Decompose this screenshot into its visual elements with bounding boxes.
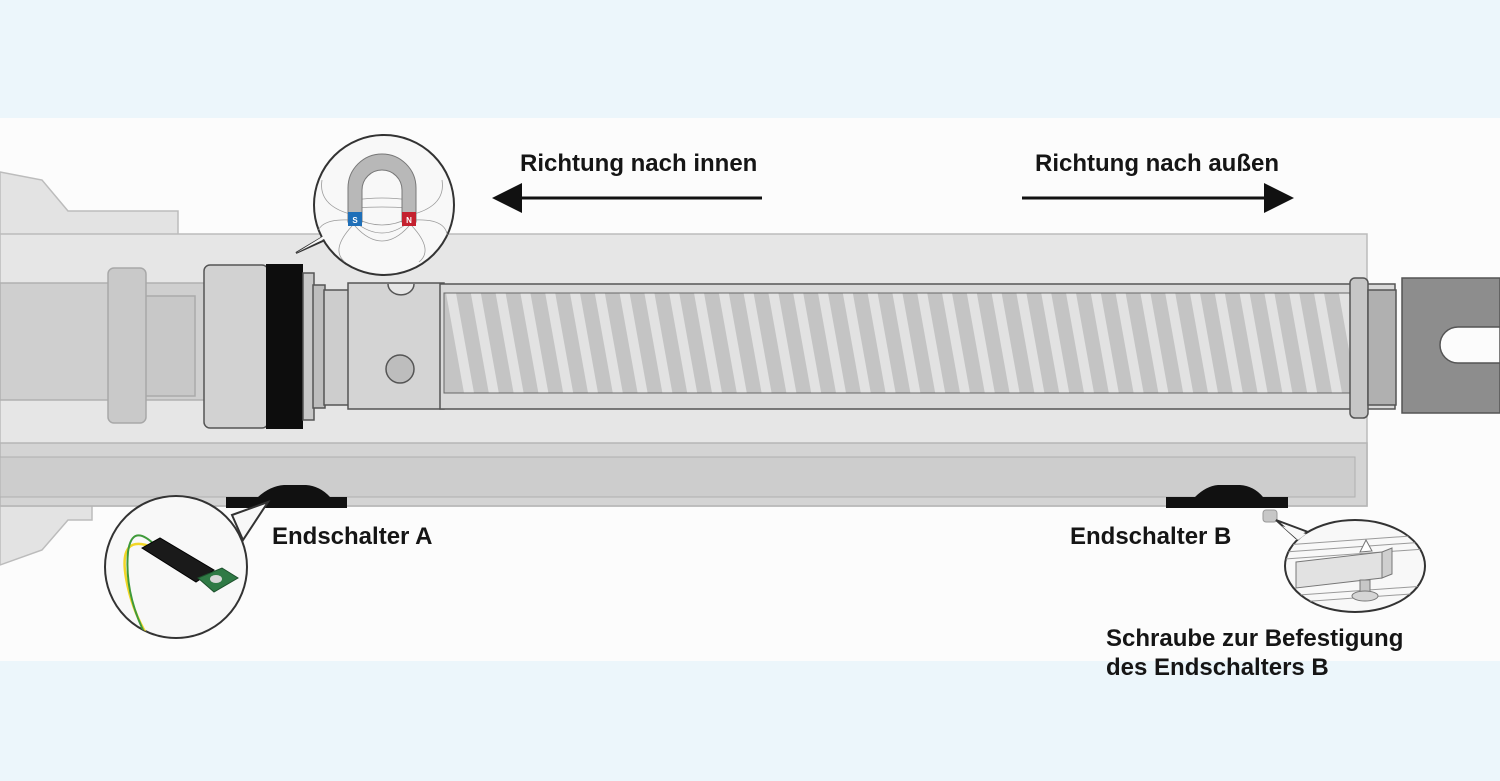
thread-flank	[743, 293, 772, 393]
screw-label-line1: Schraube zur Befestigung	[1106, 625, 1404, 652]
thread-flank	[446, 293, 474, 393]
limit-switch-b-label: Endschalter B	[1070, 523, 1232, 550]
thread-flank	[1190, 293, 1218, 393]
thread-flank	[644, 293, 673, 393]
magnet-pole-south	[348, 212, 362, 226]
rod-end-fitting	[1349, 277, 1500, 419]
thread-flank	[1090, 293, 1119, 393]
thread-flank	[768, 293, 797, 393]
thread-flank	[545, 293, 574, 393]
thread-flank	[793, 293, 822, 393]
thread-flank	[718, 293, 747, 393]
screw-label: Schraube zur Befestigung des Endschalter…	[1106, 624, 1403, 682]
thread-flank	[1140, 293, 1169, 393]
switch-a-callout	[104, 495, 271, 639]
magnet-pole-north	[402, 212, 416, 226]
thread-flank	[1214, 293, 1243, 393]
thread-flank	[818, 293, 846, 393]
thread-flank	[917, 293, 946, 393]
screw-label-line2: des Endschalters B	[1106, 654, 1329, 681]
drive-shaft	[0, 267, 211, 424]
thread-flank	[1016, 293, 1045, 393]
thread-flank	[892, 293, 921, 393]
magnet-callout: S N	[295, 134, 455, 276]
thread-flank	[520, 293, 549, 393]
reed-switch-body	[141, 537, 215, 583]
threaded-spindle	[439, 283, 1396, 410]
thread-flank	[1041, 293, 1070, 393]
thread-flank	[594, 293, 623, 393]
thread-flank	[1115, 293, 1144, 393]
thread-flank	[570, 293, 598, 393]
thread-flank	[1264, 293, 1293, 393]
pole-north-label: N	[406, 216, 412, 225]
thread-flank	[669, 293, 698, 393]
thread-flank	[1314, 293, 1342, 393]
thread-flank	[966, 293, 995, 393]
thread-flank	[842, 293, 871, 393]
wire-green	[126, 534, 157, 638]
thread-flank	[495, 293, 524, 393]
pole-south-label: S	[352, 216, 358, 225]
thread-flank	[867, 293, 896, 393]
thread-flank	[1066, 293, 1094, 393]
direction-outward-label: Richtung nach außen	[1035, 150, 1280, 177]
horseshoe-magnet	[347, 153, 417, 223]
switch-b-screw	[1262, 509, 1278, 523]
thread-flank	[1289, 293, 1318, 393]
limit-switch-a-label: Endschalter A	[272, 523, 433, 550]
thread-flank	[942, 293, 970, 393]
thread-flank	[1338, 293, 1350, 356]
thread-flank	[991, 293, 1020, 393]
thread-flank	[1165, 293, 1194, 393]
thread-flank	[1239, 293, 1268, 393]
carriage-block	[347, 282, 445, 410]
thread-flank	[470, 293, 499, 393]
spindle-nut	[203, 264, 351, 429]
thread-flank	[619, 293, 648, 393]
screw-callout	[1275, 519, 1426, 613]
limit-switch-b	[1166, 485, 1288, 508]
motor-housing	[0, 171, 179, 566]
direction-inward-label: Richtung nach innen	[520, 150, 758, 177]
limit-switch-a	[226, 485, 347, 508]
thread-flank	[694, 293, 722, 393]
